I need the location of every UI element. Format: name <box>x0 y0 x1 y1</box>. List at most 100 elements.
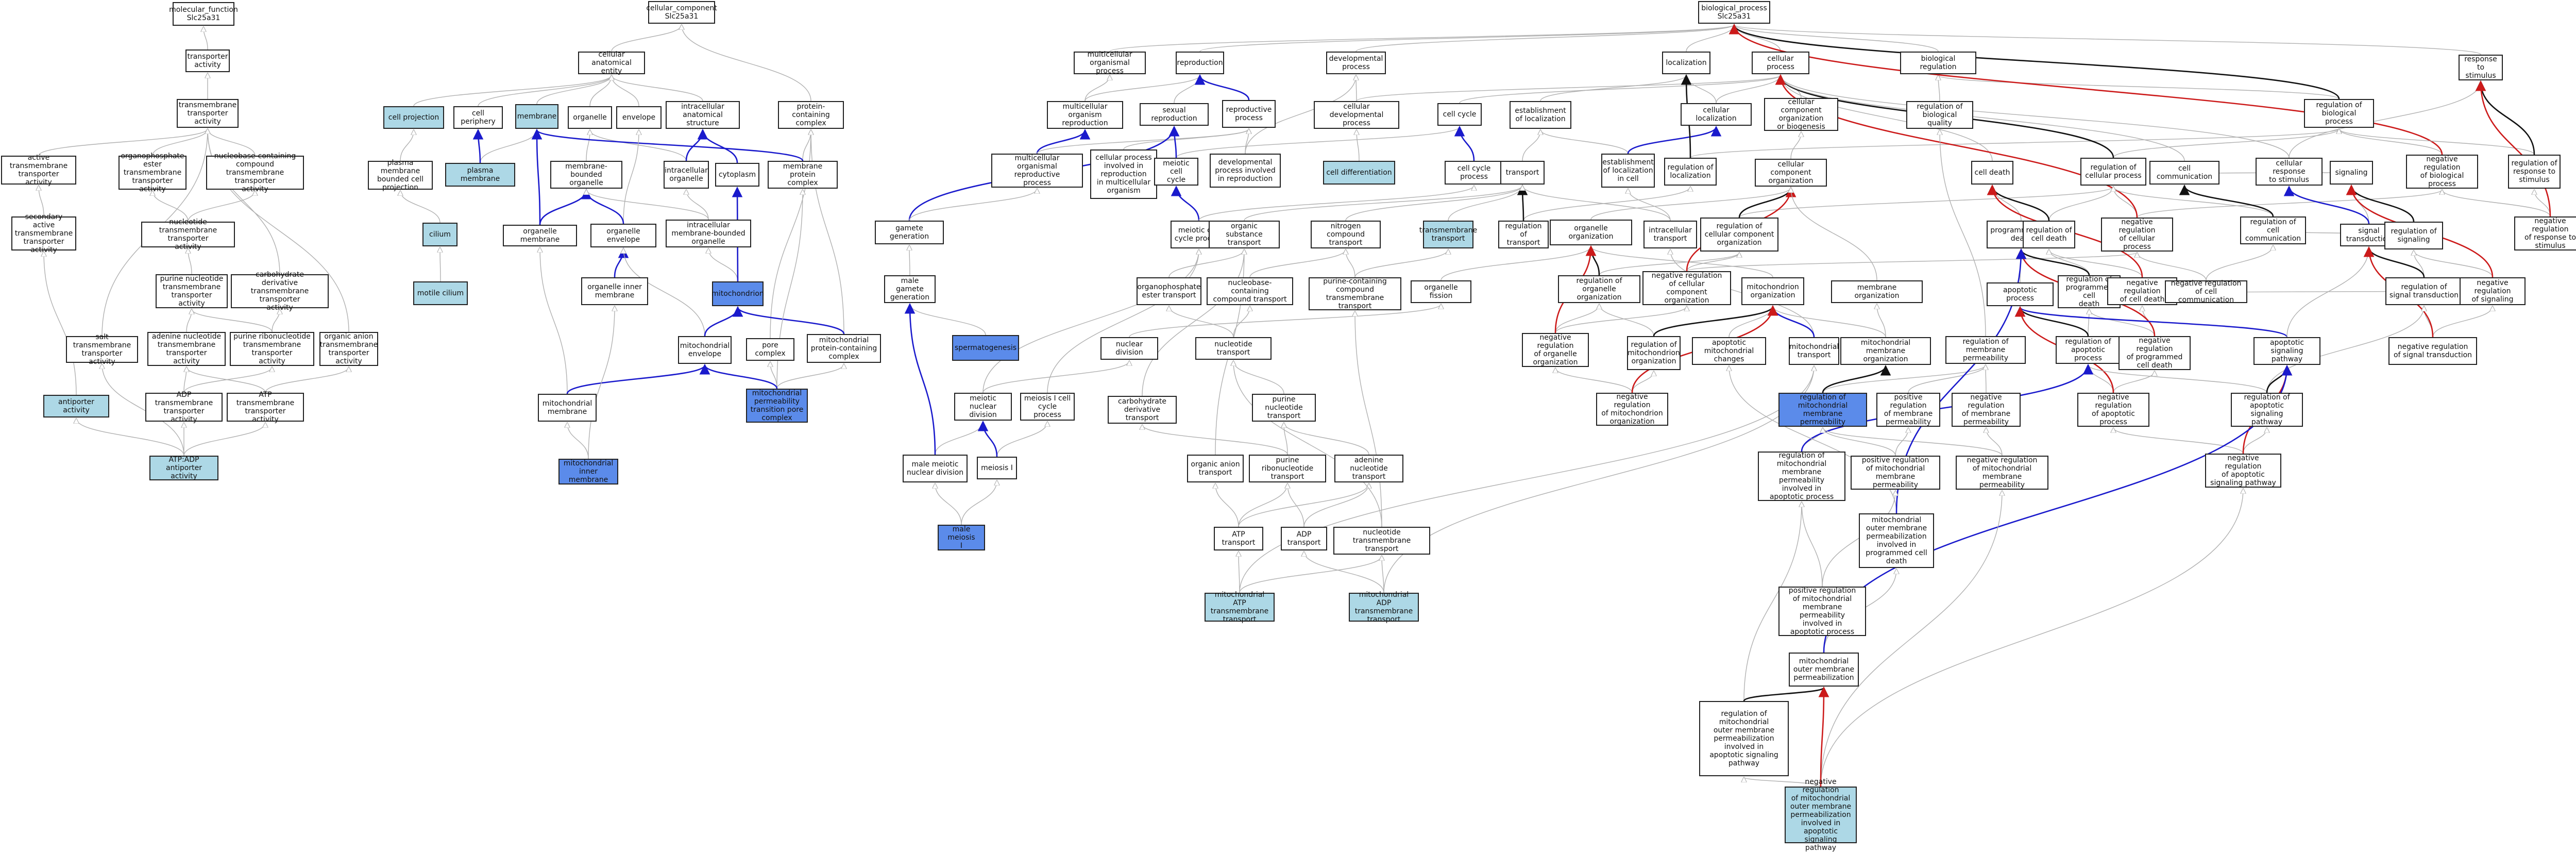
go-term-node-cc: cellular_component Slc25a31 <box>646 1 717 24</box>
go-term-node-atpt: ATP transport <box>1214 527 1263 550</box>
edge-is_a-memorg-to-cco <box>1791 188 1877 281</box>
go-term-node-rts: response to stimulus <box>2459 55 2503 80</box>
edge-part_of-mptp-to-menv <box>699 363 778 389</box>
go-term-node-eol: establishment of localization <box>1510 101 1571 129</box>
edge-is_a-eol-to-loc <box>1540 75 1686 102</box>
go-term-node-amc: apoptotic mitochondrial changes <box>1692 337 1766 365</box>
go-term-node-eolc: establishment of localization in cell <box>1601 154 1655 188</box>
go-term-node-mnd: meiotic nuclear division <box>954 393 1012 421</box>
edge-is_a-atmta-to-tmta <box>38 129 208 156</box>
edge-is_a-ntmt-to-pccct <box>1355 311 1382 527</box>
go-term-node-momp: mitochondrial outer membrane permeabiliz… <box>1789 653 1859 687</box>
edge-is_a-pcc-to-cc <box>682 25 811 102</box>
edge-is_a-matpt-to-atpt <box>1239 552 1240 593</box>
go-term-node-mpc: membrane protein complex <box>768 161 838 189</box>
edge-is_a-cproj-to-cae <box>413 75 612 107</box>
go-term-node-motile: motile cilium <box>413 281 468 305</box>
edge-is_a-nrcco-to-nrcp <box>1686 253 2137 272</box>
go-term-node-nrcco: negative regulation of cellular componen… <box>1642 271 1731 305</box>
edge-is_a-mim-to-mmem <box>567 423 589 459</box>
go-term-node-tra: transporter activity <box>185 49 230 72</box>
edge-is_a-cpimr-to-rp <box>1123 129 1249 150</box>
edge-is_a-mccp-to-ccp <box>1198 186 1474 221</box>
go-term-node-nttrans: nucleotide transport <box>1195 337 1272 360</box>
go-term-node-rmmp: regulation of mitochondrial membrane per… <box>1778 393 1867 427</box>
edge-is_a-mmeiosis-to-meiosisI <box>961 480 997 525</box>
edge-is_a-prnta-to-pnta <box>192 309 273 332</box>
go-term-node-memb: membrane <box>515 104 558 129</box>
edge-is_a-breg-to-bp <box>1734 25 1939 52</box>
edge-is_a-rmp-to-rbq <box>1940 130 1986 337</box>
edge-is_a-nttrans-to-opet <box>1169 306 1234 338</box>
edge-is_a-mmem-to-om <box>540 247 568 394</box>
edge-is_a-mitoorg-to-oorg <box>1591 246 1773 278</box>
go-term-node-sata: secondary active transmembrane transport… <box>11 213 76 254</box>
go-term-node-prmmpap: positive regulation of mitochondrial mem… <box>1778 587 1866 636</box>
go-term-node-ccob: cellular component organization or bioge… <box>1764 98 1838 131</box>
edge-is_a-ntmt-to-nttrans <box>1233 361 1382 527</box>
go-term-node-rcd: regulation of cell death <box>2023 221 2075 248</box>
go-term-node-prmmp: positive regulation of mitochondrial mem… <box>1851 456 1940 490</box>
edge-is_a-repro-to-bp <box>1199 25 1734 52</box>
edge-is_a-nrsig-to-rsig <box>2414 250 2493 278</box>
edge-is_a-adpt-to-prnt <box>1287 483 1304 527</box>
edge-is_a-ofis-to-oorg <box>1440 246 1591 281</box>
go-term-node-menv: mitochondrial envelope <box>678 336 732 364</box>
go-term-node-mmo: mitochondrial membrane organization <box>1840 337 1931 365</box>
edge-part_of-rmmpap-to-rap <box>1801 363 2094 452</box>
edge-is_a-nrasp-to-nrap <box>2113 428 2244 454</box>
go-term-node-spermato: spermatogenesis <box>952 335 1019 361</box>
edge-negatively_regulates-nrmomp-to-momp <box>1818 686 1829 787</box>
go-term-node-cilium: cilium <box>422 223 457 246</box>
go-term-node-nrst: negative regulation of signal transducti… <box>2388 337 2477 365</box>
go-term-node-mf: molecular_function Slc25a31 <box>169 2 238 26</box>
go-term-node-envelope: envelope <box>616 106 662 129</box>
edge-is_a-meiosis2-to-mccp <box>1047 249 1199 393</box>
edge-is_a-mcc-to-ccyc <box>1176 127 1460 158</box>
go-term-node-mop: multicellular organismal process <box>1074 51 1146 75</box>
go-term-node-tmt: transmembrane transport <box>1419 221 1477 248</box>
go-term-node-rasp: regulation of apoptotic signaling pathwa… <box>2231 393 2303 427</box>
go-term-node-msg: male gamete generation <box>884 275 936 303</box>
go-term-node-pcc: protein-containing complex <box>778 101 844 129</box>
edge-is_a-nrrts-to-nrbp <box>2442 190 2551 217</box>
edge-is_a-pccct-to-tmt <box>1354 249 1448 278</box>
go-term-node-ost: organic substance transport <box>1209 221 1280 248</box>
edge-is_a-eolc-to-eol <box>1540 130 1629 154</box>
go-term-node-mmnd: male meiotic nuclear division <box>903 455 968 482</box>
go-term-node-cdt: carbohydrate derivative transport <box>1108 396 1177 424</box>
go-term-node-opet: organophosphate ester transport <box>1137 277 1201 305</box>
edge-is_a-pmbcp-to-cproj <box>400 130 414 161</box>
edge-is_a-cdp-to-cp <box>1356 75 1781 102</box>
go-term-node-mtrans: mitochondrial transport <box>1789 337 1839 365</box>
go-term-node-prmp: positive regulation of membrane permeabi… <box>1876 393 1940 427</box>
edge-is_a-adnt-to-pnt <box>1284 423 1369 455</box>
go-term-node-organelle: organelle <box>568 106 612 129</box>
edge-part_of-cyto-to-ias <box>697 128 738 163</box>
go-term-node-nrmmp: negative regulation of mitochondrial mem… <box>1956 456 2048 490</box>
go-term-node-asp: apoptotic signaling pathway <box>2253 337 2320 365</box>
go-term-node-cp: cellular process <box>1752 52 1809 74</box>
edge-is_a-opet-to-ost <box>1168 249 1244 278</box>
go-term-node-gg: gamete generation <box>875 221 944 244</box>
edge-is_a-oe-to-envelope <box>623 130 639 224</box>
go-term-node-itrans: intracellular transport <box>1643 221 1697 248</box>
go-term-node-atpta: ATP transmembrane transporter activity <box>227 391 304 424</box>
edge-is_a-cilium-to-pmbcp <box>400 191 440 223</box>
go-term-node-mitoorg: mitochondrion organization <box>1741 277 1804 305</box>
go-term-node-mim: mitochondrial inner membrane <box>558 459 618 485</box>
go-term-node-pore: pore complex <box>746 338 794 361</box>
edge-is_a-rrts-to-rbp <box>2339 129 2535 155</box>
edge-is_a-cdt-to-ost <box>1142 249 1244 396</box>
go-term-node-atmta: active transmembrane transporter activit… <box>1 154 76 187</box>
edge-part_of-mpcc-to-mito <box>732 306 845 335</box>
go-term-node-antiporter: antiporter activity <box>43 395 109 417</box>
go-term-node-rap: regulation of apoptotic process <box>2056 336 2121 364</box>
edge-part_of-rp-to-repro <box>1194 74 1250 101</box>
edge-is_a-nrcp-to-nrbp <box>2137 190 2442 218</box>
go-term-node-oe: organelle envelope <box>590 224 656 247</box>
go-term-node-roo: regulation of organelle organization <box>1558 275 1640 303</box>
go-term-node-adnta: adenine nucleotide transmembrane transpo… <box>147 332 226 366</box>
go-term-node-nrccomm: negative regulation of cell communicatio… <box>2165 279 2247 304</box>
